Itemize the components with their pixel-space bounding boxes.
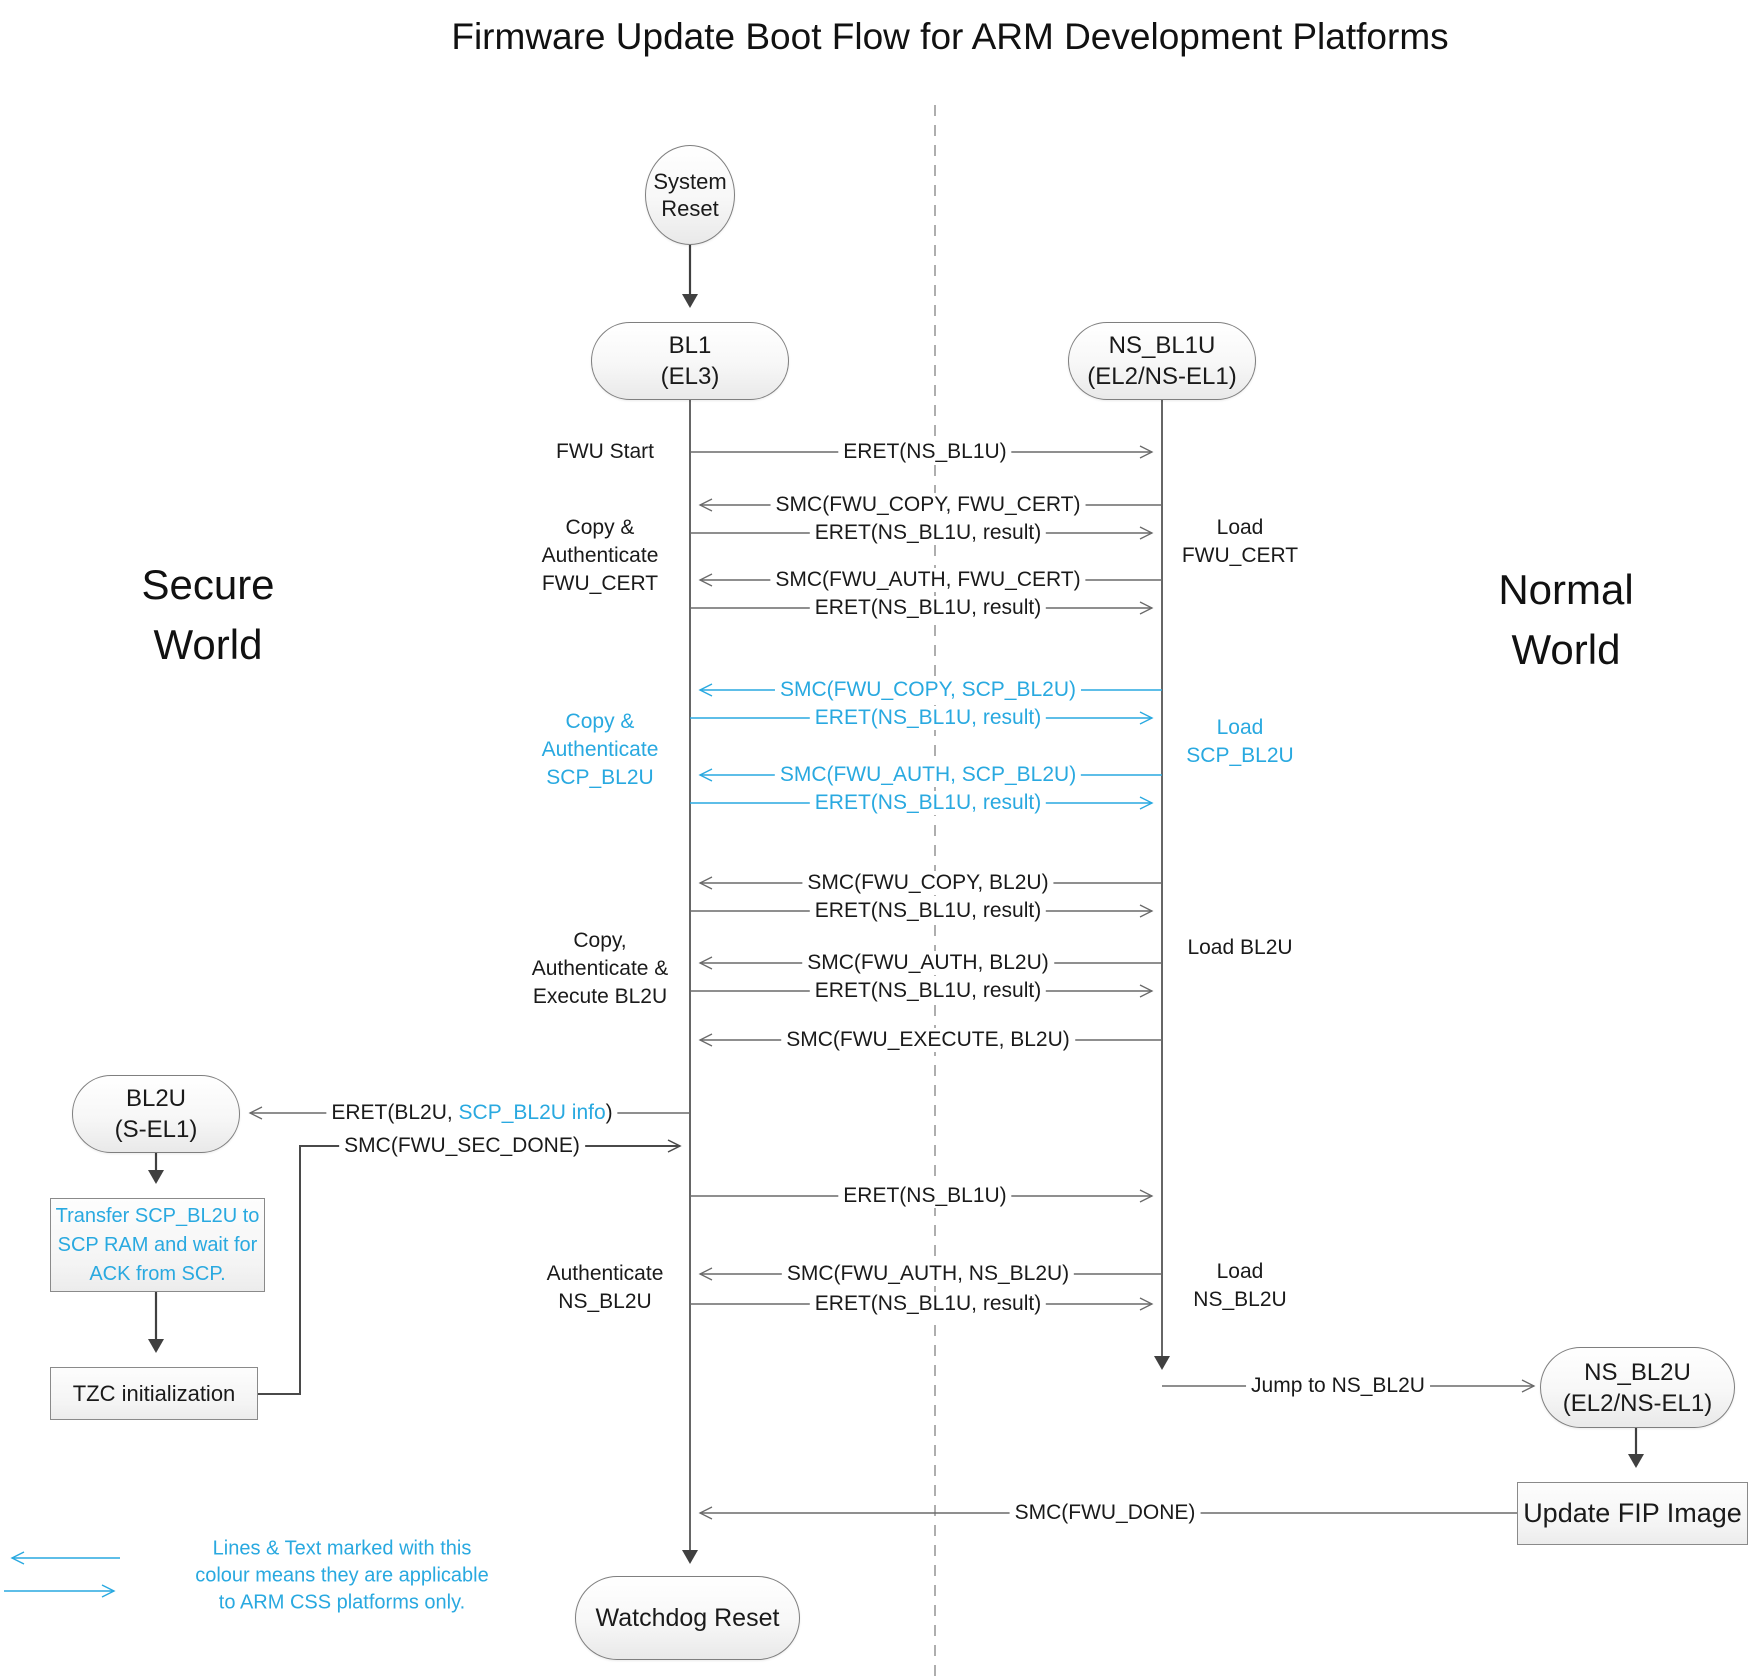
- msg-eret-result-4: ERET(NS_BL1U, result): [809, 791, 1047, 815]
- msg-smc-fwu-sec-done: SMC(FWU_SEC_DONE): [339, 1134, 585, 1158]
- msg-eret-result-7: ERET(NS_BL1U, result): [809, 1292, 1047, 1316]
- node-bl1-line1: BL1: [668, 332, 712, 359]
- transfer-scp-bl2u-text: Transfer SCP_BL2U to SCP RAM and wait fo…: [55, 1204, 260, 1285]
- msg-smc-fwu-auth-scp-bl2u: SMC(FWU_AUTH, SCP_BL2U): [774, 763, 1082, 787]
- node-bl1-line2: (EL3): [660, 363, 720, 390]
- msg-eret-bl2u-scp-info: ERET(BL2U, SCP_BL2U info): [326, 1101, 618, 1125]
- msg-smc-fwu-copy-scp-bl2u: SMC(FWU_COPY, SCP_BL2U): [774, 678, 1082, 702]
- msg-eret-bl2u-suffix: ): [605, 1101, 613, 1124]
- node-ns-bl1u-line1: NS_BL1U: [1108, 332, 1216, 359]
- msg-smc-fwu-done: SMC(FWU_DONE): [1009, 1501, 1201, 1525]
- flow-arrows: [148, 245, 1644, 1468]
- node-ns-bl2u: NS_BL2U (EL2/NS-EL1): [1540, 1347, 1735, 1428]
- node-ns-bl1u-line2: (EL2/NS-EL1): [1087, 363, 1237, 390]
- node-bl2u-line1: BL2U: [125, 1085, 187, 1112]
- msg-eret-result-3: ERET(NS_BL1U, result): [809, 706, 1047, 730]
- node-watchdog-reset: Watchdog Reset: [575, 1576, 800, 1660]
- node-bl2u: BL2U (S-EL1): [72, 1075, 240, 1153]
- msg-jump-to-ns-bl2u: Jump to NS_BL2U: [1246, 1374, 1430, 1398]
- legend-arrows: [4, 1551, 120, 1598]
- stage-copy-auth-scp-bl2u: Copy & Authenticate SCP_BL2U: [541, 710, 659, 789]
- msg-smc-fwu-execute-bl2u: SMC(FWU_EXECUTE, BL2U): [781, 1028, 1075, 1052]
- stage-copy-auth-fwu-cert: Copy & Authenticate FWU_CERT: [541, 516, 659, 595]
- node-system-reset: System Reset: [645, 145, 735, 245]
- stage-copy-auth-exec-bl2u: Copy, Authenticate & Execute BL2U: [531, 929, 669, 1008]
- node-watchdog-reset-label: Watchdog Reset: [595, 1603, 780, 1632]
- lifelines: [682, 400, 1170, 1564]
- msg-smc-fwu-copy-bl2u: SMC(FWU_COPY, BL2U): [802, 871, 1054, 895]
- tzc-initialization-box: TZC initialization: [50, 1367, 258, 1420]
- page-title: Firmware Update Boot Flow for ARM Develo…: [451, 16, 1449, 57]
- msg-eret-bl2u-prefix: ERET(BL2U,: [331, 1101, 459, 1124]
- node-ns-bl1u: NS_BL1U (EL2/NS-EL1): [1068, 322, 1256, 400]
- msg-smc-fwu-auth-ns-bl2u: SMC(FWU_AUTH, NS_BL2U): [781, 1262, 1075, 1286]
- node-ns-bl2u-line2: (EL2/NS-EL1): [1562, 1389, 1713, 1417]
- msg-eret-result-5: ERET(NS_BL1U, result): [809, 899, 1047, 923]
- msg-eret-ns-bl1u-2: ERET(NS_BL1U): [838, 1184, 1012, 1208]
- node-system-reset-line2: Reset: [661, 196, 719, 221]
- msg-eret-bl2u-accent: SCP_BL2U info: [458, 1101, 606, 1124]
- update-fip-image-text: Update FIP Image: [1523, 1498, 1742, 1528]
- stage-load-fwu-cert: Load FWU_CERT: [1181, 516, 1299, 567]
- msg-smc-fwu-auth-bl2u: SMC(FWU_AUTH, BL2U): [802, 951, 1054, 975]
- stage-load-bl2u: Load BL2U: [1187, 936, 1293, 959]
- node-ns-bl2u-line1: NS_BL2U: [1584, 1358, 1691, 1386]
- msg-smc-fwu-copy-fwu-cert: SMC(FWU_COPY, FWU_CERT): [770, 493, 1086, 517]
- update-fip-image-box: Update FIP Image: [1517, 1482, 1748, 1545]
- node-bl2u-line2: (S-EL1): [114, 1116, 198, 1143]
- stage-fwu-start: FWU Start: [556, 440, 654, 463]
- msg-eret-result-1: ERET(NS_BL1U, result): [809, 521, 1047, 545]
- stage-load-scp-bl2u: Load SCP_BL2U: [1186, 716, 1294, 767]
- msg-eret-ns-bl1u-1: ERET(NS_BL1U): [838, 440, 1012, 464]
- node-system-reset-line1: System: [653, 169, 727, 194]
- msg-eret-result-6: ERET(NS_BL1U, result): [809, 979, 1047, 1003]
- stage-load-ns-bl2u: Load NS_BL2U: [1193, 1260, 1287, 1311]
- normal-world-label: Normal World: [1498, 566, 1634, 673]
- msg-eret-result-2: ERET(NS_BL1U, result): [809, 596, 1047, 620]
- stage-authenticate-ns-bl2u: Authenticate NS_BL2U: [546, 1262, 664, 1313]
- secure-world-label: Secure World: [141, 561, 275, 668]
- msg-smc-fwu-auth-fwu-cert: SMC(FWU_AUTH, FWU_CERT): [770, 568, 1086, 592]
- legend-note: Lines & Text marked with this colour mea…: [195, 1537, 489, 1614]
- transfer-scp-bl2u-box: Transfer SCP_BL2U to SCP RAM and wait fo…: [50, 1198, 265, 1292]
- tzc-initialization-text: TZC initialization: [72, 1380, 236, 1406]
- node-bl1: BL1 (EL3): [591, 322, 789, 400]
